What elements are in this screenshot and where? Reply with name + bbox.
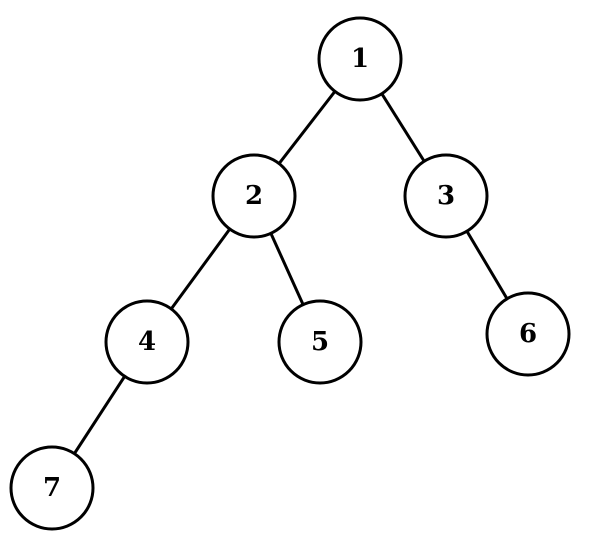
tree-node-6: 6: [485, 291, 571, 377]
node-circle-5: [277, 299, 363, 385]
node-circle-4: [104, 299, 190, 385]
node-label-5: 5: [311, 327, 329, 357]
tree-node-5: 5: [277, 299, 363, 385]
edges-layer: [50, 58, 530, 489]
tree-node-7: 7: [9, 445, 95, 531]
tree-node-1: 1: [317, 16, 403, 102]
node-circle-6: [485, 291, 571, 377]
node-label-3: 3: [437, 181, 455, 211]
node-circle-3: [403, 153, 489, 239]
node-circle-7: [9, 445, 95, 531]
tree-node-3: 3: [403, 153, 489, 239]
node-circle-2: [211, 153, 297, 239]
node-label-1: 1: [351, 44, 369, 74]
tree-node-4: 4: [104, 299, 190, 385]
node-label-2: 2: [245, 181, 263, 211]
node-label-4: 4: [138, 327, 156, 357]
tree-node-2: 2: [211, 153, 297, 239]
node-label-6: 6: [519, 319, 537, 349]
nodes-layer: 1 2 3 4 5 6 7: [9, 16, 571, 531]
node-circle-1: [317, 16, 403, 102]
node-label-7: 7: [43, 473, 61, 503]
